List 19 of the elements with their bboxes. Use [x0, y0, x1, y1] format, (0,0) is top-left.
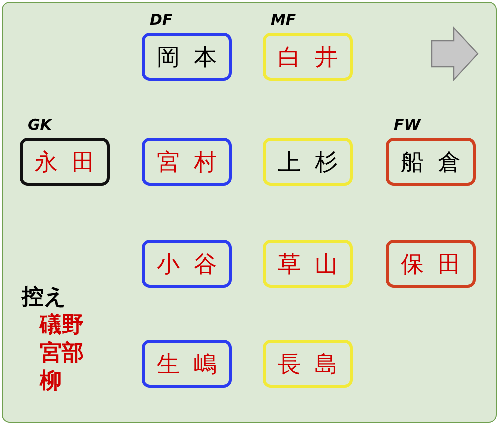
position-label: MF [271, 11, 296, 29]
substitute-name: 柳 [40, 368, 62, 396]
player-name-box: 船倉 [386, 138, 476, 186]
position-label: FW [394, 116, 421, 134]
player-name-box: 宮村 [142, 138, 232, 186]
player-name-box: 白井 [263, 33, 353, 81]
player-name-box: 草山 [263, 240, 353, 288]
player-name-box: 上杉 [263, 138, 353, 186]
player-name-box: 保田 [386, 240, 476, 288]
player-name-box: 岡本 [142, 33, 232, 81]
section-heading: 控え [22, 284, 67, 312]
substitute-name: 礒野 [40, 312, 84, 340]
player-name-box: 生嶋 [142, 340, 232, 388]
substitute-name: 宮部 [40, 340, 84, 368]
position-label: GK [28, 116, 52, 134]
player-name-box: 小谷 [142, 240, 232, 288]
position-label: DF [150, 11, 173, 29]
player-name-box: 長島 [263, 340, 353, 388]
player-name-box: 永田 [20, 138, 110, 186]
